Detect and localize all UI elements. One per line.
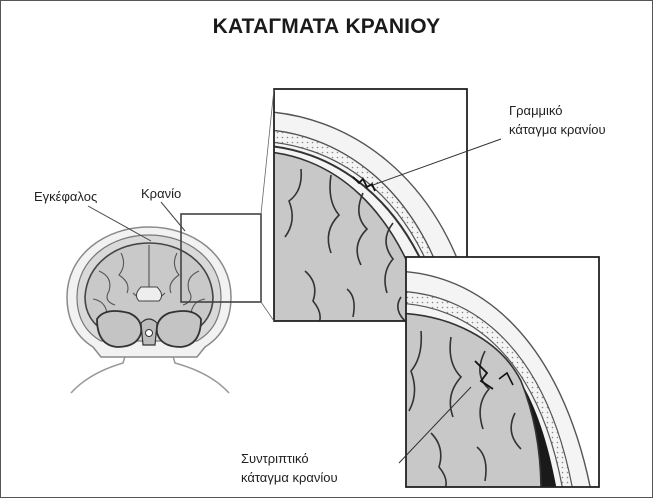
comminuted-fracture-panel [391, 257, 599, 491]
label-linear-fracture-line2: κάταγμα κρανίου [509, 120, 606, 139]
label-brain: Εγκέφαλος [34, 187, 97, 206]
head-coronal-section [67, 227, 231, 393]
ventricles [136, 287, 161, 301]
label-comminuted-fracture: Συντριπτικό κάταγμα κρανίου [241, 449, 338, 487]
label-linear-fracture: Γραμμικό κάταγμα κρανίου [509, 101, 606, 139]
label-comminuted-fracture-line1: Συντριπτικό [241, 449, 338, 468]
label-skull: Κρανίο [141, 184, 181, 203]
label-linear-fracture-line1: Γραμμικό [509, 101, 606, 120]
label-comminuted-fracture-line2: κάταγμα κρανίου [241, 468, 338, 487]
diagram-title: ΚΑΤΑΓΜΑΤΑ ΚΡΑΝΙΟΥ [1, 15, 652, 39]
cerebellum-right [157, 311, 201, 347]
cerebellum-left [97, 311, 141, 347]
